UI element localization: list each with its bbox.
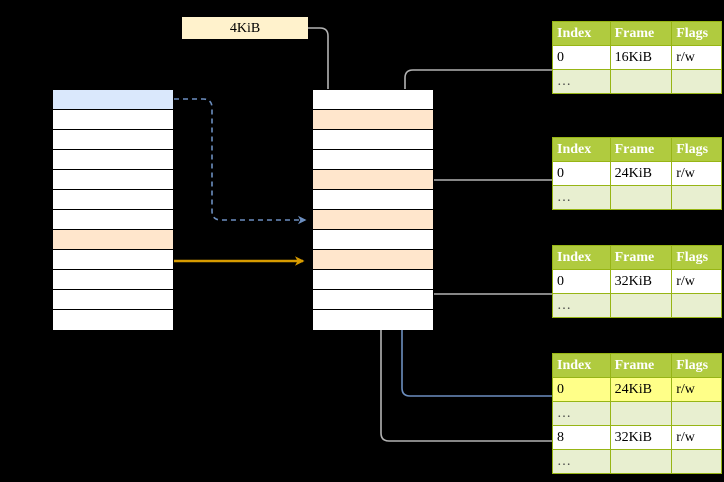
virtual-page-row-10: [53, 290, 173, 310]
page-table-level-1-row-1-frame: [609, 185, 673, 210]
page-table-level-3-header-frame: Frame: [609, 353, 673, 378]
page-table-level-3-row-3-index: …: [552, 449, 611, 474]
page-table-level-1-row-0-frame: 24KiB: [609, 161, 673, 186]
page-table-level-3-row-2-frame: 32KiB: [609, 425, 673, 450]
page-table-level-0-row-1-frame: [609, 69, 673, 94]
page-table-level-3-row-3-flags: [671, 449, 722, 474]
page-table-level-3-row-3: …: [552, 449, 722, 474]
frame-size-tag: 4KiB: [182, 17, 308, 39]
physical-frame-row-6: [313, 210, 433, 230]
page-table-level-3-row-2-flags: r/w: [671, 425, 722, 450]
physical-frame-row-4: [313, 170, 433, 190]
page-table-level-3-row-2-index: 8: [552, 425, 611, 450]
physical-frame-row-7: [313, 230, 433, 250]
page-table-level-2-row-0-frame: 32KiB: [609, 269, 673, 294]
page-table-level-2-header-flags: Flags: [671, 245, 722, 270]
page-table-level-0-header-frame: Frame: [609, 21, 673, 46]
physical-frame-row-5: [313, 190, 433, 210]
page-table-level-3-row-3-frame: [609, 449, 673, 474]
page-table-level-0-row-0-frame: 16KiB: [609, 45, 673, 70]
page-table-level-2-row-0-flags: r/w: [671, 269, 722, 294]
page-table-level-1-row-0-flags: r/w: [671, 161, 722, 186]
page-table-level-0-row-1-flags: [671, 69, 722, 94]
page-table-level-3-header-index: Index: [552, 353, 611, 378]
virtual-page-row-2: [53, 130, 173, 150]
virtual-page-row-3: [53, 150, 173, 170]
physical-frame-row-1: [313, 110, 433, 130]
virtual-page-row-5: [53, 190, 173, 210]
page-table-level-2-row-1-frame: [609, 293, 673, 318]
page-table-level-0-row-1-index: …: [552, 69, 611, 94]
page-table-level-1-row-0-index: 0: [552, 161, 611, 186]
physical-frame-row-0: [313, 90, 433, 110]
page-table-level-3-row-1-index: …: [552, 401, 611, 426]
page-table-level-2-header-frame: Frame: [609, 245, 673, 270]
page-table-level-3-header-flags: Flags: [671, 353, 722, 378]
page-table-level-1-header-flags: Flags: [671, 137, 722, 162]
page-table-level-1-row-1: …: [552, 185, 722, 210]
virtual-page-row-7: [53, 230, 173, 250]
virtual-page-row-4: [53, 170, 173, 190]
virtual-page-row-11: [53, 310, 173, 330]
page-table-level-0-row-1: …: [552, 69, 722, 94]
virtual-page-row-0: [53, 90, 173, 110]
page-table-level-3-row-1-flags: [671, 401, 722, 426]
page-table-level-0-row-0-flags: r/w: [671, 45, 722, 70]
page-table-level-3-row-1: …: [552, 401, 722, 426]
page-table-level-2-header-index: Index: [552, 245, 611, 270]
page-table-level-3-row-0-flags: r/w: [671, 377, 722, 402]
physical-frame-row-11: [313, 310, 433, 330]
page-table-level-1-row-1-index: …: [552, 185, 611, 210]
physical-memory-column: [312, 89, 434, 330]
physical-frame-row-3: [313, 150, 433, 170]
virtual-page-row-6: [53, 210, 173, 230]
physical-frame-row-2: [313, 130, 433, 150]
page-table-level-2-row-0-index: 0: [552, 269, 611, 294]
physical-frame-row-10: [313, 290, 433, 310]
page-table-level-3-row-1-frame: [609, 401, 673, 426]
page-table-level-0-header-index: Index: [552, 21, 611, 46]
page-table-level-1-header-frame: Frame: [609, 137, 673, 162]
page-table-level-2-row-1-flags: [671, 293, 722, 318]
virtual-page-row-1: [53, 110, 173, 130]
page-table-level-1-header-index: Index: [552, 137, 611, 162]
page-table-level-0-row-0-index: 0: [552, 45, 611, 70]
page-table-level-2-row-1-index: …: [552, 293, 611, 318]
page-table-level-3-row-0-index: 0: [552, 377, 611, 402]
page-table-level-2-row-1: …: [552, 293, 722, 318]
page-table-level-1-row-1-flags: [671, 185, 722, 210]
virtual-address-space-column: [52, 89, 174, 330]
connector-virtual-dashed: [174, 98, 307, 225]
physical-frame-row-8: [313, 250, 433, 270]
virtual-page-row-8: [53, 250, 173, 270]
page-table-level-3-row-0-frame: 24KiB: [609, 377, 673, 402]
virtual-page-row-9: [53, 270, 173, 290]
page-table-level-0-header-flags: Flags: [671, 21, 722, 46]
physical-frame-row-9: [313, 270, 433, 290]
